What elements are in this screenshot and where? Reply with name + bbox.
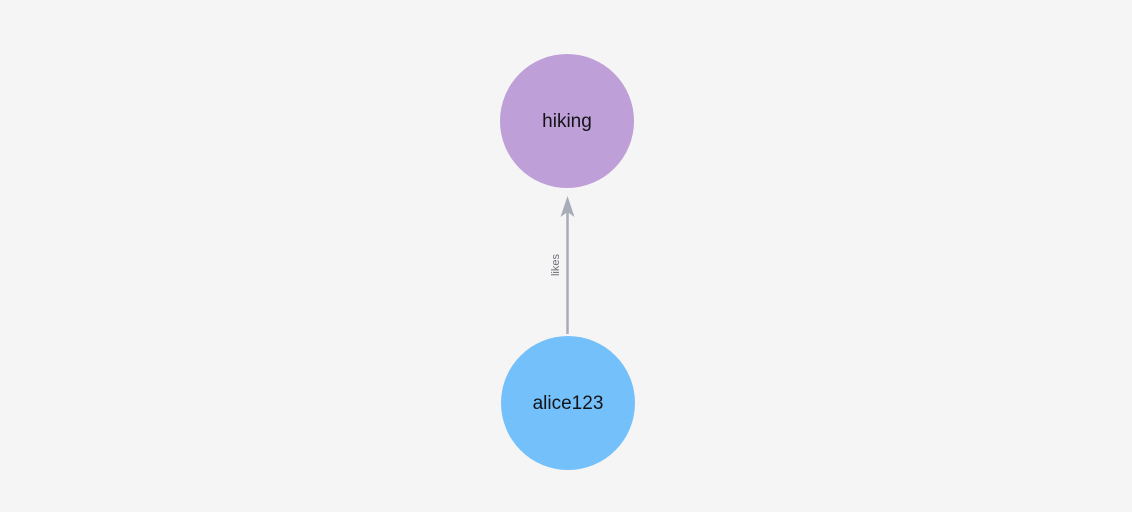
edge-label-likes: likes bbox=[550, 254, 562, 277]
node-label-hiking: hiking bbox=[542, 111, 592, 132]
graph-edge[interactable]: likes bbox=[550, 196, 575, 334]
graph-node-hiking[interactable]: hiking bbox=[500, 54, 634, 188]
node-circle-hiking[interactable] bbox=[500, 54, 634, 188]
node-label-alice123: alice123 bbox=[533, 393, 604, 414]
arrowhead-icon bbox=[560, 196, 575, 217]
node-circle-alice123[interactable] bbox=[501, 336, 635, 470]
graph-node-alice123[interactable]: alice123 bbox=[501, 336, 635, 470]
